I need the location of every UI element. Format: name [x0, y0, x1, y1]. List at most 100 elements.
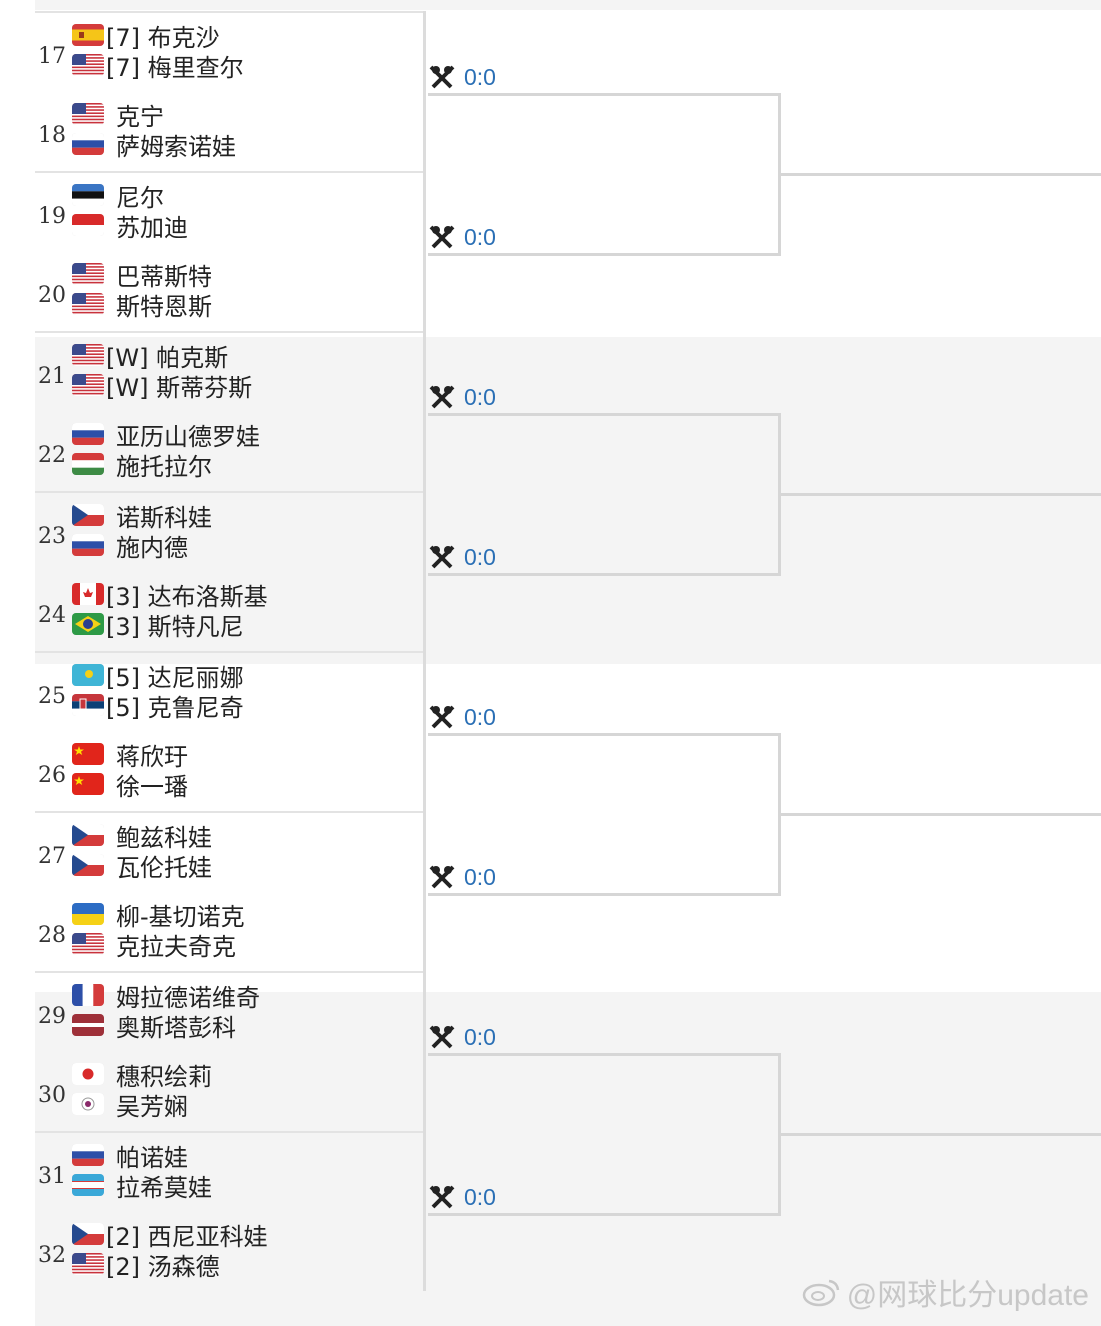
player-name[interactable]: 帕诺娃	[116, 1143, 188, 1172]
player-row[interactable]: [3] 斯特凡尼	[72, 610, 244, 641]
player-row[interactable]: 诺斯科娃	[72, 501, 212, 532]
player-row[interactable]: 姆拉德诺维奇	[72, 981, 260, 1012]
connector-line	[778, 1053, 781, 1216]
block-top-line	[35, 971, 425, 973]
player-name[interactable]: 柳-基切诺克	[116, 902, 245, 931]
connector-line	[778, 733, 781, 896]
player-name[interactable]: [7] 梅里查尔	[106, 53, 244, 82]
band-section-2	[35, 337, 1101, 664]
player-name[interactable]: [2] 西尼亚科娃	[106, 1222, 268, 1251]
player-row[interactable]: [W] 帕克斯	[72, 341, 228, 372]
player-name[interactable]: 诺斯科娃	[116, 503, 212, 532]
score-value: 0:0	[464, 1183, 496, 1210]
crossed-rackets-icon	[429, 385, 455, 409]
flag-icon	[72, 903, 104, 925]
crossed-rackets-icon	[429, 1185, 455, 1209]
match-score[interactable]: 0:0	[428, 703, 496, 731]
player-row[interactable]: 施托拉尔	[72, 450, 212, 481]
player-row[interactable]: 蒋欣玗	[72, 740, 188, 771]
flag-icon	[72, 54, 104, 76]
player-row[interactable]: [5] 克鲁尼奇	[72, 691, 244, 722]
match-score[interactable]: 0:0	[428, 1183, 496, 1211]
flag-icon	[72, 504, 104, 526]
connector-line	[780, 493, 1101, 496]
player-row[interactable]: 鲍兹科娃	[72, 821, 212, 852]
player-row[interactable]: [2] 西尼亚科娃	[72, 1220, 268, 1251]
player-row[interactable]: 萨姆索诺娃	[72, 130, 236, 161]
player-name[interactable]: [W] 斯蒂芬斯	[106, 373, 253, 402]
match-score[interactable]: 0:0	[428, 383, 496, 411]
player-row[interactable]: 苏加迪	[72, 211, 188, 242]
player-row[interactable]: 奥斯塔彭科	[72, 1011, 236, 1042]
player-row[interactable]: 帕诺娃	[72, 1141, 188, 1172]
crossed-rackets-icon	[429, 705, 455, 729]
player-row[interactable]: 拉希莫娃	[72, 1171, 212, 1202]
player-name[interactable]: 鲍兹科娃	[116, 823, 212, 852]
match-number: 19	[38, 204, 66, 229]
crossed-rackets-icon	[429, 65, 455, 89]
player-name[interactable]: [2] 汤森德	[106, 1252, 220, 1281]
player-name[interactable]: 巴蒂斯特	[116, 262, 212, 291]
connector-line	[780, 173, 1101, 176]
player-row[interactable]: 巴蒂斯特	[72, 260, 212, 291]
player-name[interactable]: 施托拉尔	[116, 452, 212, 481]
player-name[interactable]: 克宁	[116, 102, 164, 131]
player-name[interactable]: 苏加迪	[116, 213, 188, 242]
flag-icon	[72, 103, 104, 125]
connector-line	[428, 893, 780, 896]
flag-icon	[72, 263, 104, 285]
player-row[interactable]: 克拉夫奇克	[72, 930, 236, 961]
match-score[interactable]: 0:0	[428, 543, 496, 571]
score-value: 0:0	[464, 703, 496, 730]
player-name[interactable]: 拉希莫娃	[116, 1173, 212, 1202]
player-row[interactable]: 亚历山德罗娃	[72, 420, 260, 451]
match-score[interactable]: 0:0	[428, 863, 496, 891]
flag-icon	[72, 583, 104, 605]
player-row[interactable]: 尼尔	[72, 181, 164, 212]
player-row[interactable]: 瓦伦托娃	[72, 851, 212, 882]
player-name[interactable]: 蒋欣玗	[116, 742, 188, 771]
player-row[interactable]: [2] 汤森德	[72, 1250, 220, 1281]
band-top	[35, 0, 1101, 10]
player-name[interactable]: [W] 帕克斯	[106, 343, 229, 372]
match-score[interactable]: 0:0	[428, 223, 496, 251]
player-name[interactable]: [5] 克鲁尼奇	[106, 693, 244, 722]
player-row[interactable]: [3] 达布洛斯基	[72, 580, 268, 611]
player-name[interactable]: [5] 达尼丽娜	[106, 663, 244, 692]
flag-icon	[72, 374, 104, 396]
player-name[interactable]: 穗积绘莉	[116, 1062, 212, 1091]
player-row[interactable]: 吴芳娴	[72, 1090, 188, 1121]
player-row[interactable]: [W] 斯蒂芬斯	[72, 371, 252, 402]
player-name[interactable]: 吴芳娴	[116, 1092, 188, 1121]
player-name[interactable]: [3] 达布洛斯基	[106, 582, 268, 611]
player-row[interactable]: [7] 梅里查尔	[72, 51, 244, 82]
match-number: 32	[38, 1243, 66, 1268]
player-name[interactable]: 瓦伦托娃	[116, 853, 212, 882]
flag-icon	[72, 1144, 104, 1166]
match-score[interactable]: 0:0	[428, 63, 496, 91]
player-name[interactable]: 萨姆索诺娃	[116, 132, 236, 161]
player-row[interactable]: 施内德	[72, 531, 188, 562]
player-name[interactable]: [3] 斯特凡尼	[106, 612, 244, 641]
player-name[interactable]: 徐一璠	[116, 772, 188, 801]
player-row[interactable]: 克宁	[72, 100, 164, 131]
player-name[interactable]: 奥斯塔彭科	[116, 1013, 236, 1042]
connector-line	[428, 253, 780, 256]
connector-line	[428, 93, 780, 96]
block-top-line	[35, 171, 425, 173]
player-name[interactable]: 斯特恩斯	[116, 292, 212, 321]
match-number: 21	[38, 364, 66, 389]
player-name[interactable]: [7] 布克沙	[106, 23, 220, 52]
player-row[interactable]: 徐一璠	[72, 770, 188, 801]
player-name[interactable]: 姆拉德诺维奇	[116, 983, 260, 1012]
player-row[interactable]: [7] 布克沙	[72, 21, 220, 52]
player-name[interactable]: 施内德	[116, 533, 188, 562]
match-score[interactable]: 0:0	[428, 1023, 496, 1051]
player-row[interactable]: 斯特恩斯	[72, 290, 212, 321]
player-row[interactable]: 穗积绘莉	[72, 1060, 212, 1091]
player-name[interactable]: 克拉夫奇克	[116, 932, 236, 961]
player-row[interactable]: 柳-基切诺克	[72, 900, 245, 931]
player-name[interactable]: 尼尔	[116, 183, 164, 212]
player-name[interactable]: 亚历山德罗娃	[116, 422, 260, 451]
player-row[interactable]: [5] 达尼丽娜	[72, 661, 244, 692]
